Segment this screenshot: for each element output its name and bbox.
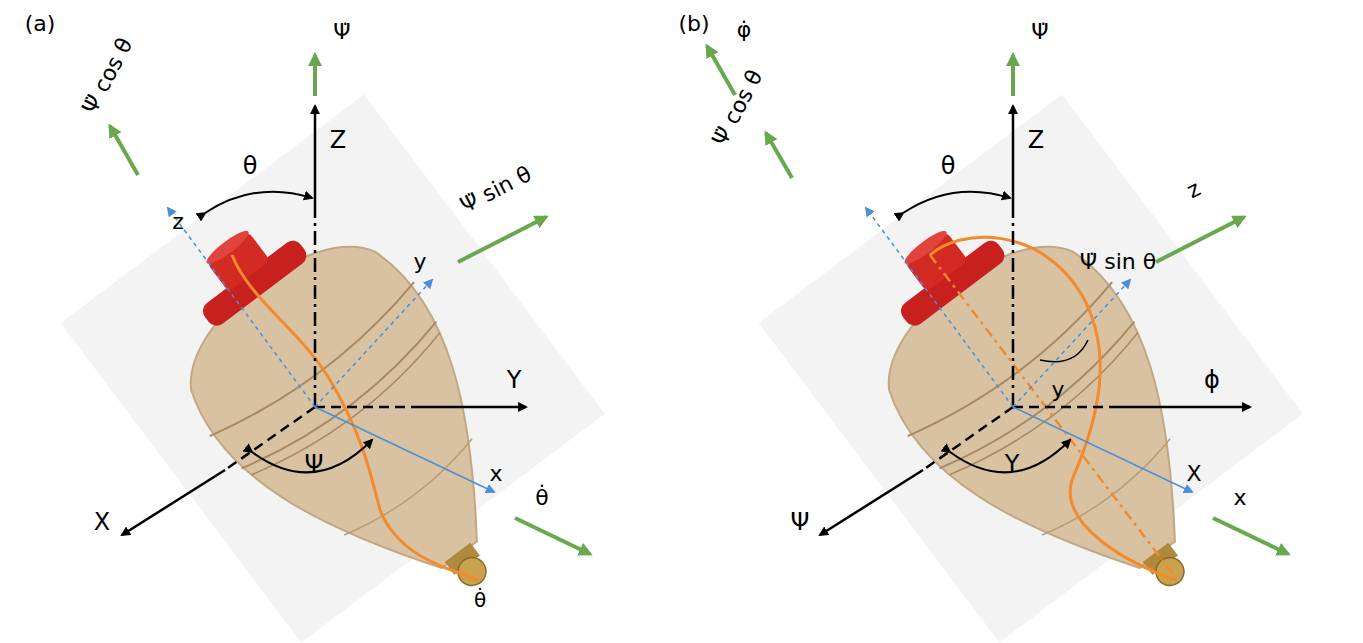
angular-velocity-label: x xyxy=(1233,486,1246,510)
axis-label: Y xyxy=(507,367,522,393)
angle-label: Y xyxy=(1005,451,1020,477)
panel-b-art xyxy=(707,46,1303,643)
axis-label: z xyxy=(172,210,184,234)
axis-label: X xyxy=(94,509,110,535)
panel-a-art xyxy=(61,55,605,643)
panel-letter: (a) xyxy=(25,12,56,36)
axis-label: Ψ̇ sin θ xyxy=(1080,250,1156,274)
axis-label: Z xyxy=(1028,127,1044,153)
angle-label: Ψ xyxy=(305,451,324,477)
axis-label: x xyxy=(489,462,502,486)
angular-velocity-label: Ψ̇ xyxy=(1031,20,1048,44)
angular-velocity-label: Ψ̇ sin θ xyxy=(457,162,536,218)
angular-velocity-label: Ψ̇ xyxy=(333,20,350,44)
angle-label: θ xyxy=(243,153,258,179)
angle-label: y xyxy=(1051,378,1064,402)
axis-label: X xyxy=(1186,462,1201,486)
label: θ̇ xyxy=(474,589,486,611)
angular-velocity-label: Ψ̇ cos θ xyxy=(78,34,138,118)
axis-label: Ψ xyxy=(791,509,810,535)
axis-label: y xyxy=(413,250,426,274)
angular-velocity-label: θ̇ xyxy=(535,486,548,510)
axis-label: Z xyxy=(330,127,346,153)
angular-velocity-label: Ψ̇ cos θ xyxy=(708,66,768,150)
angular-velocity-label: z xyxy=(1183,177,1204,204)
angular-velocity-label: φ̇ xyxy=(737,18,752,42)
axis-label: ϕ xyxy=(1204,367,1220,393)
panel-letter: (b) xyxy=(678,12,709,36)
angle-label: θ xyxy=(941,153,956,179)
